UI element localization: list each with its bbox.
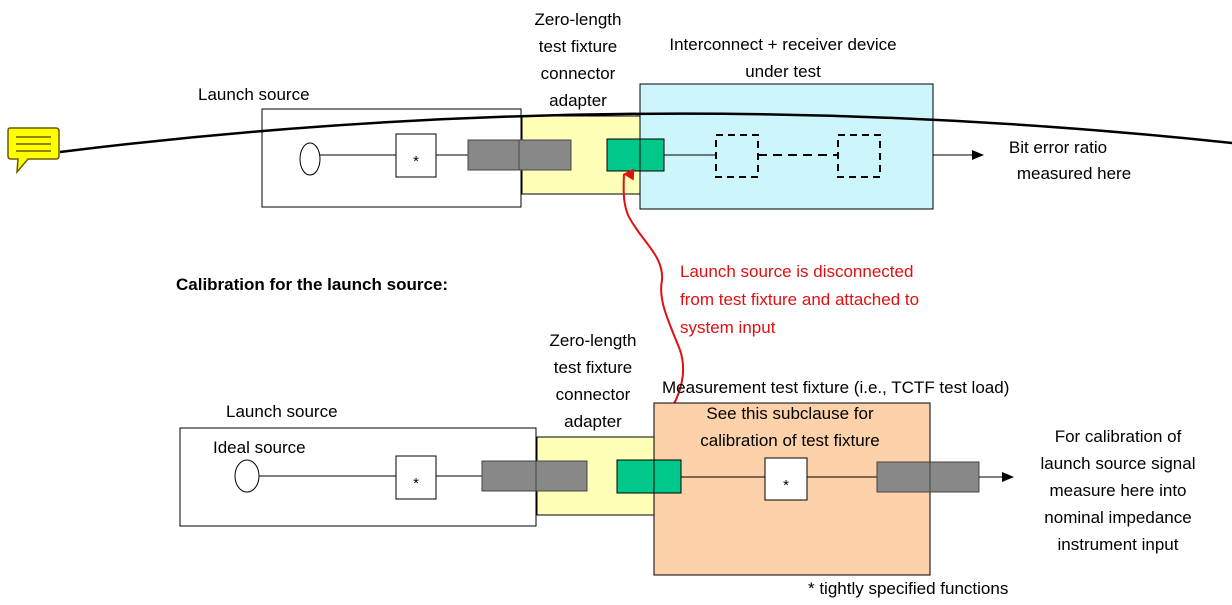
- bottom-adapter-label-2: test fixture: [554, 358, 632, 377]
- fixture-label: Measurement test fixture (i.e., TCTF tes…: [662, 378, 1009, 397]
- top-dut-dashed-box-2: [837, 134, 881, 178]
- fixture-desc-2: calibration of test fixture: [700, 431, 880, 450]
- measure-label-1: For calibration of: [1055, 427, 1182, 446]
- note-line-2: from test fixture and attached to: [680, 290, 919, 309]
- measure-label-5: instrument input: [1058, 535, 1179, 554]
- measure-label-3: measure here into: [1049, 481, 1186, 500]
- ideal-source-label: Ideal source: [213, 438, 306, 457]
- bottom-launch-source-label: Launch source: [226, 402, 338, 421]
- top-adapter-label-3: connector: [541, 64, 616, 83]
- bottom-adapter-label-4: adapter: [564, 412, 622, 431]
- top-ber-label-2: measured here: [1017, 164, 1131, 183]
- bottom-adapter-label-3: connector: [556, 385, 631, 404]
- bottom-connector-left: [481, 460, 537, 492]
- top-connector-right: [518, 139, 572, 171]
- bottom-output-connector-right: [929, 461, 980, 493]
- top-adapter-label-1: Zero-length: [535, 10, 622, 29]
- bottom-function-box-2: [764, 457, 808, 501]
- bottom-function-star-1: *: [413, 475, 419, 492]
- comment-connector-line: [59, 112, 1232, 154]
- bottom-green-connector-right: [653, 459, 682, 494]
- bottom-adapter-label-1: Zero-length: [550, 331, 637, 350]
- top-launch-source-label: Launch source: [198, 85, 310, 104]
- top-dut-label-1: Interconnect + receiver device: [669, 35, 896, 54]
- bottom-connector-right: [535, 460, 588, 492]
- footnote: * tightly specified functions: [808, 579, 1008, 598]
- bottom-source-symbol: [234, 459, 260, 493]
- bottom-output-connector-left: [876, 461, 931, 493]
- top-dut-label-2: under test: [745, 62, 821, 81]
- top-function-box: [395, 133, 437, 178]
- note-line-1: Launch source is disconnected: [680, 262, 913, 281]
- measure-label-2: launch source signal: [1041, 454, 1196, 473]
- top-green-connector-right: [639, 138, 665, 172]
- bottom-function-box-1: [395, 455, 437, 500]
- bottom-green-connector-left: [616, 459, 655, 494]
- measure-label-4: nominal impedance: [1044, 508, 1191, 527]
- fixture-desc-1: See this subclause for: [706, 404, 874, 423]
- top-source-symbol: [299, 142, 321, 176]
- top-connector-left: [467, 139, 520, 171]
- calibration-heading: Calibration for the launch source:: [176, 275, 448, 294]
- top-dut-box: [639, 83, 934, 210]
- note-line-3: system input: [680, 318, 776, 337]
- top-adapter-label-2: test fixture: [539, 37, 617, 56]
- bottom-function-star-2: *: [783, 477, 789, 494]
- speech-bubble-icon[interactable]: [7, 127, 60, 175]
- top-adapter-label-4: adapter: [549, 91, 607, 110]
- top-ber-label-1: Bit error ratio: [1009, 138, 1107, 157]
- top-green-connector-left: [606, 138, 641, 172]
- top-function-star: *: [413, 153, 419, 170]
